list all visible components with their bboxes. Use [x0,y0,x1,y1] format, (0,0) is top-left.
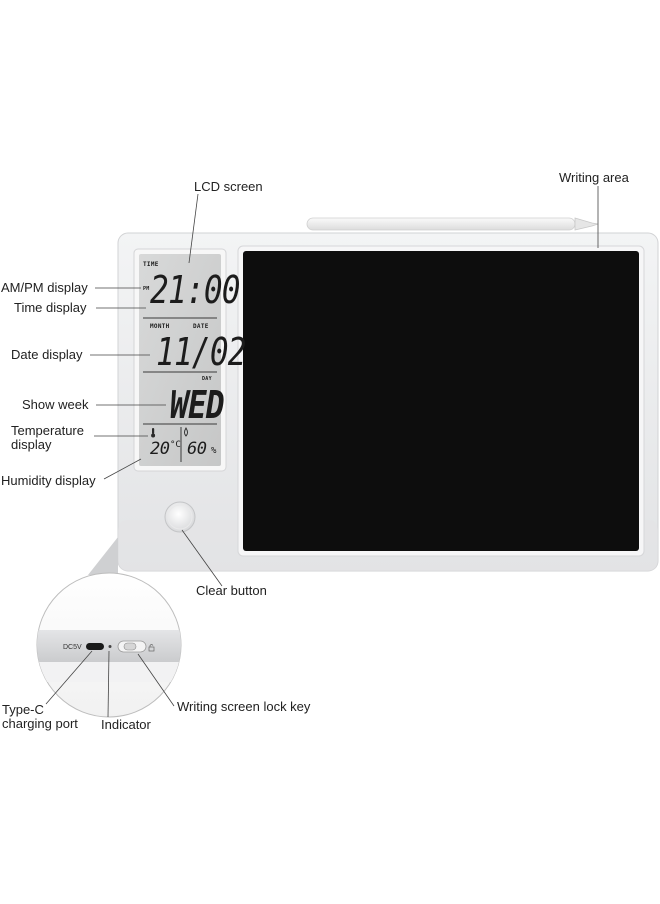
label-lcd-screen: LCD screen [194,179,263,194]
lcd-time-label: TIME [143,261,159,268]
lock-icon [148,644,155,652]
label-humidity-display: Humidity display [1,473,96,488]
thermometer-icon [151,428,156,438]
label-indicator: Indicator [101,717,151,732]
lcd-humidity-unit: % [211,446,217,456]
indicator-light [108,645,112,648]
lcd-day-label: DAY [202,376,212,382]
lock-switch[interactable] [117,640,147,653]
label-lock-key: Writing screen lock key [177,699,311,714]
leader-lines [45,186,599,718]
label-ampm-display: AM/PM display [1,280,88,295]
lcd-ampm: PM [143,286,150,292]
lcd-time: 21:00 [150,268,241,312]
lcd-temperature: 20 [150,439,170,459]
lcd-humidity: 60 [187,439,207,459]
label-time-display: Time display [14,300,87,315]
clear-button[interactable] [164,501,196,533]
label-show-week: Show week [22,397,89,412]
port-zoom-circle [36,572,182,718]
lcd-date: 11/02 [156,330,247,374]
label-date-display: Date display [11,347,83,362]
type-c-port[interactable] [86,643,104,650]
lcd-temperature-unit: °C [170,440,181,450]
droplet-icon [184,427,188,437]
lcd-date-label: DATE [193,323,209,330]
label-clear-button: Clear button [196,583,267,598]
stylus [306,217,599,231]
dc-label: DC5V [63,644,82,651]
label-temperature-display: Temperature display [11,423,84,452]
writing-screen[interactable] [243,251,639,551]
label-type-c-port: Type-C charging port [2,702,78,731]
label-writing-area: Writing area [559,170,629,185]
lcd-screen [139,254,221,466]
lcd-weekday: WED [170,383,225,427]
lcd-month-label: MONTH [150,323,170,330]
